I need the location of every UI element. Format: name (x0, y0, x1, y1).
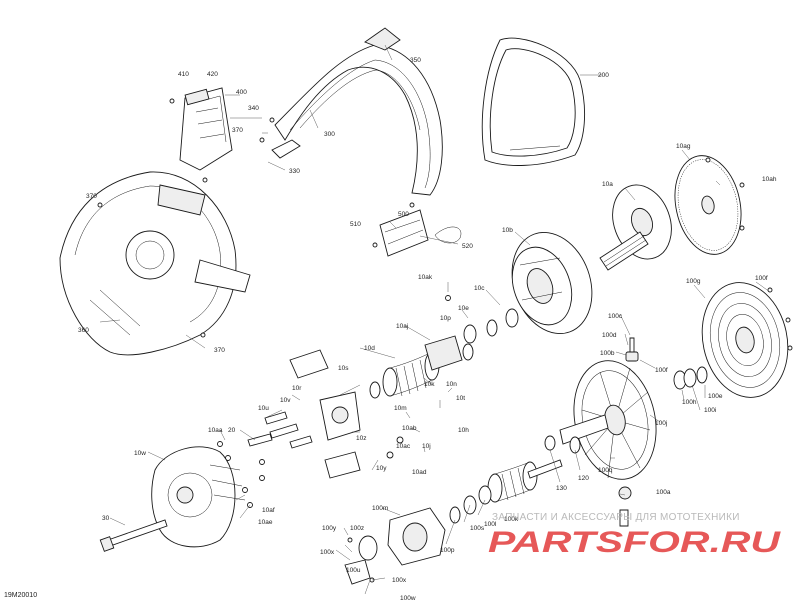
callout-10e: 10e (458, 305, 469, 312)
bracket-assembly-400 (169, 87, 233, 183)
callout-10m: 10m (394, 405, 407, 412)
callout-120: 120 (578, 475, 589, 482)
callout-100f: 100f (755, 275, 768, 282)
callout-10k: 10k (424, 381, 435, 388)
callout-10p: 10p (440, 315, 451, 322)
callout-100h: 100h (682, 399, 697, 406)
callout-100b: 100b (600, 350, 615, 357)
cover-housing-360 (59, 171, 251, 356)
callout-130: 130 (556, 485, 567, 492)
callout-100j: 100j (655, 420, 667, 427)
spring-10d (369, 335, 474, 399)
bolt-30 (99, 519, 168, 552)
callout-100z: 100z (350, 525, 364, 532)
bolts-10u-10v (217, 411, 313, 461)
callout-10af: 10af (262, 507, 275, 514)
callout-100l: 100l (484, 521, 497, 528)
ring-gear-10ag (674, 155, 745, 255)
callout-370: 370 (214, 347, 225, 354)
callout-100c: 100c (608, 313, 623, 320)
callout-520: 520 (462, 243, 473, 250)
callout-100s: 100s (470, 525, 485, 532)
spring-pack-100k (449, 459, 563, 524)
callout-410: 410 (178, 71, 189, 78)
callout-330: 330 (289, 168, 300, 175)
brake-disc-100g (701, 282, 793, 398)
callout-300: 300 (324, 131, 335, 138)
callout-10t: 10t (456, 395, 465, 402)
leader-lines (99, 44, 771, 595)
callout-10n: 10n (446, 381, 457, 388)
callout-100x: 100x (392, 577, 407, 584)
hub-100m (344, 507, 446, 585)
callout-10ak: 10ak (418, 274, 433, 281)
callout-10r: 10r (292, 385, 302, 392)
callout-100u: 100u (346, 567, 361, 574)
callout-100x: 100x (320, 549, 335, 556)
watermark-logo: PARTSFOR.RU (488, 526, 782, 559)
callout-100g: 100g (686, 278, 701, 285)
figure-code: 19M20010 (4, 592, 38, 599)
callout-10y: 10y (376, 465, 387, 472)
callout-10z: 10z (356, 435, 366, 442)
cover-plate-10w (151, 446, 265, 548)
fixed-sheave-10a (599, 184, 672, 271)
callout-340: 340 (248, 105, 259, 112)
guard-arc-300 (259, 27, 443, 196)
callout-200: 200 (598, 72, 609, 79)
watermark-caption: ЗАПЧАСТИ И АКСЕССУАРЫ ДЛЯ МОТОТЕХНИКИ (492, 512, 740, 523)
callout-100p: 100p (440, 547, 455, 554)
callout-10ac: 10ac (396, 443, 411, 450)
callout-10aj: 10aj (396, 323, 408, 330)
callout-30: 30 (102, 515, 110, 522)
callout-100f: 100f (655, 367, 668, 374)
callout-10j: 10j (422, 443, 431, 450)
washers-100h-100i (544, 337, 708, 527)
callout-100y: 100y (322, 525, 337, 532)
drive-sheave-100a (559, 360, 657, 480)
callout-350: 350 (410, 57, 421, 64)
callout-10a: 10a (602, 181, 613, 188)
callout-100d: 100d (602, 332, 617, 339)
callout-370: 370 (86, 193, 97, 200)
callout-100i: 100i (704, 407, 716, 414)
callout-510: 510 (350, 221, 361, 228)
callout-10u: 10u (258, 405, 269, 412)
callout-10v: 10v (280, 397, 291, 404)
callout-labels: 410 420 400 340 370 370 370 330 300 350 … (78, 57, 777, 602)
callout-100a: 100a (656, 489, 671, 496)
callout-400: 400 (236, 89, 247, 96)
callout-10aa: 10aa (208, 427, 223, 434)
callout-100w: 100w (400, 595, 416, 602)
callout-20: 20 (228, 427, 236, 434)
callout-10ad: 10ad (412, 469, 427, 476)
callout-10s: 10s (338, 365, 349, 372)
callout-10ae: 10ae (258, 519, 273, 526)
callout-100q: 100q (598, 467, 613, 474)
callout-100k: 100k (504, 516, 519, 523)
callout-10h: 10h (458, 427, 469, 434)
callout-10ag: 10ag (676, 143, 691, 150)
callout-420: 420 (207, 71, 218, 78)
washers-10c-10e (445, 295, 519, 344)
pulley-sheave-10b (511, 231, 593, 335)
drive-belt-200 (481, 37, 585, 166)
callout-10b: 10b (502, 227, 513, 234)
bracket-500 (372, 202, 462, 257)
callout-360: 360 (78, 327, 89, 334)
callout-370: 370 (232, 127, 243, 134)
callout-10ah: 10ah (762, 176, 777, 183)
callout-100m: 100m (372, 505, 388, 512)
watermark: ЗАПЧАСТИ И АКСЕССУАРЫ ДЛЯ МОТОТЕХНИКИ PA… (488, 512, 782, 559)
callout-500: 500 (398, 211, 409, 218)
arm-assembly-10r (289, 349, 404, 479)
callout-100e: 100e (708, 393, 723, 400)
callout-10w: 10w (134, 450, 146, 457)
callout-10ab: 10ab (402, 425, 417, 432)
callout-10c: 10c (474, 285, 485, 292)
callout-10d: 10d (364, 345, 375, 352)
